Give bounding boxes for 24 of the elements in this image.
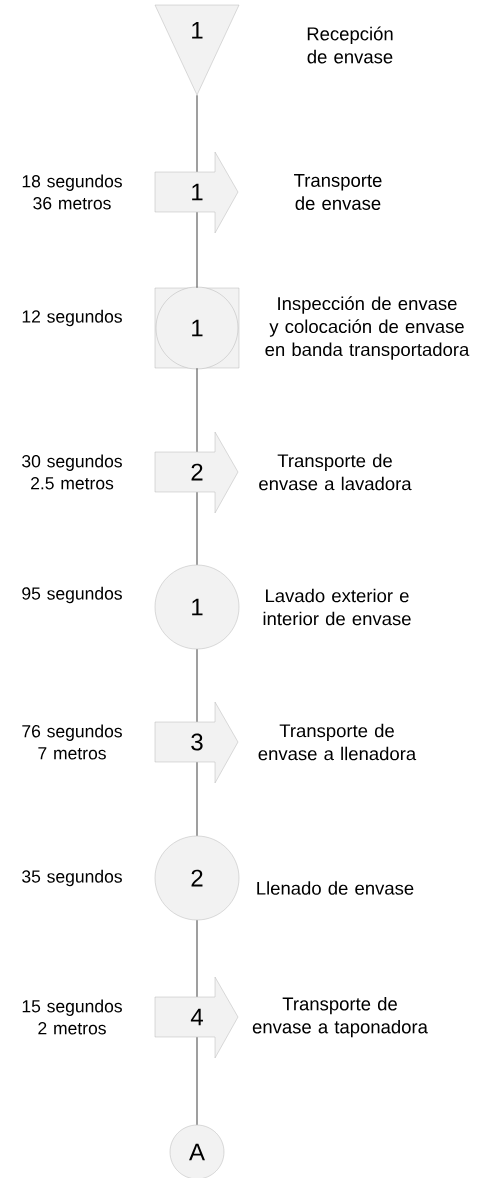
time-label: 35 segundos: [22, 869, 122, 887]
connector-line: [196, 648, 198, 723]
time-label: 95 segundos: [22, 586, 122, 604]
time-label: 18 segundos 36 metros: [22, 174, 122, 210]
step-label: Transporte de envase a lavadora: [259, 453, 412, 491]
storage-triangle: 1: [154, 4, 240, 96]
connector-line: [196, 919, 198, 998]
step-label: Recepción de envase: [307, 26, 393, 64]
time-label: 12 segundos: [22, 309, 122, 327]
connector-line: [196, 211, 198, 289]
connector-line: [196, 491, 198, 566]
step-label: Transporte de envase: [294, 174, 382, 210]
step-label: Inspección de envase y colocación de envase en banda transportadora: [265, 296, 470, 360]
time-label: 76 segundos 7 metros: [22, 724, 122, 760]
step-label: Transporte de envase a taponadora: [252, 996, 428, 1038]
time-label: 15 segundos 2 metros: [22, 999, 122, 1035]
step-label: Llenado de envase: [257, 881, 414, 895]
connector-line: [196, 761, 198, 837]
step-label: Lavado exterior e interior de envase: [263, 588, 411, 626]
time-label: 30 segundos 2.5 metros: [22, 454, 122, 490]
connector-line: [196, 94, 198, 173]
connector-line: [196, 1036, 198, 1126]
connector-line: [196, 367, 198, 453]
step-label: Transporte de envase a llenadora: [258, 723, 417, 761]
